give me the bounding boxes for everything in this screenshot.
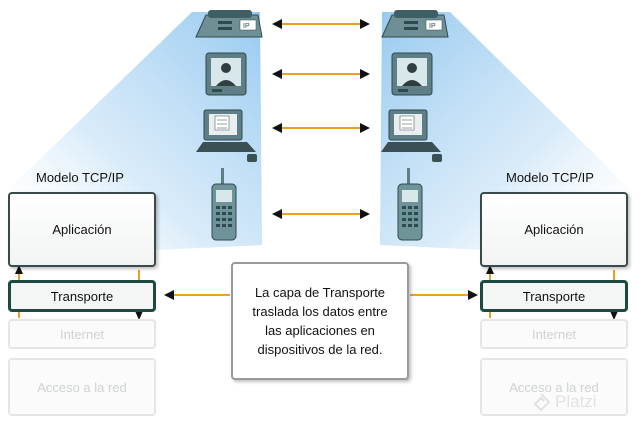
platzi-watermark: Platzi — [531, 392, 597, 412]
right-video-monitor-icon — [391, 52, 433, 96]
right-model-title: Modelo TCP/IP — [506, 170, 594, 185]
callout-line-4: dispositivos de la red. — [257, 342, 383, 357]
left-video-monitor-icon — [205, 52, 247, 96]
callout-arrows — [164, 290, 478, 300]
svg-text:IP: IP — [429, 23, 436, 30]
right-internet-label: Internet — [531, 326, 577, 342]
right-application-label: Aplicación — [524, 222, 584, 237]
left-beam — [10, 12, 262, 250]
arrow-ip-phones — [272, 19, 370, 29]
left-ip-phone-icon: IP — [195, 10, 263, 38]
left-internet-layer: Internet — [8, 319, 156, 349]
left-network-access-layer: Acceso a la red — [8, 358, 156, 416]
right-ip-phone-icon: IP — [381, 10, 449, 38]
left-application-label: Aplicación — [52, 222, 112, 237]
callout-line-3: las aplicaciones en — [265, 323, 375, 338]
right-beam — [380, 12, 631, 250]
right-document-computer-icon — [381, 109, 442, 162]
arrow-computers — [272, 123, 370, 133]
watermark-text: Platzi — [555, 392, 597, 411]
left-network-access-label: Acceso a la red — [37, 379, 127, 395]
right-application-layer: Aplicación — [480, 192, 628, 267]
right-internet-layer: Internet — [480, 319, 628, 349]
right-transport-label: Transporte — [522, 288, 586, 304]
left-internet-label: Internet — [59, 326, 105, 342]
device-arrows — [272, 19, 370, 219]
arrow-video-monitors — [272, 69, 370, 79]
left-application-layer: Aplicación — [8, 192, 156, 267]
left-document-computer-icon — [196, 109, 257, 162]
left-model-title: Modelo TCP/IP — [36, 170, 124, 185]
left-transport-layer: Transporte — [8, 280, 156, 312]
right-mobile-phone-icon — [397, 168, 423, 241]
right-transport-layer: Transporte — [480, 280, 628, 312]
left-mobile-phone-icon — [211, 168, 237, 241]
right-network-access-layer: Acceso a la red — [480, 358, 628, 416]
platzi-logo-icon — [533, 393, 551, 412]
right-network-access-label: Acceso a la red — [509, 379, 599, 395]
callout-line-2: traslada los datos entre — [252, 304, 388, 319]
callout-line-1: La capa de Transporte — [254, 285, 386, 300]
transport-callout: La capa de Transporte traslada los datos… — [231, 262, 409, 380]
arrow-mobile-phones — [272, 209, 370, 219]
svg-text:IP: IP — [243, 23, 250, 30]
left-transport-label: Transporte — [50, 288, 114, 304]
